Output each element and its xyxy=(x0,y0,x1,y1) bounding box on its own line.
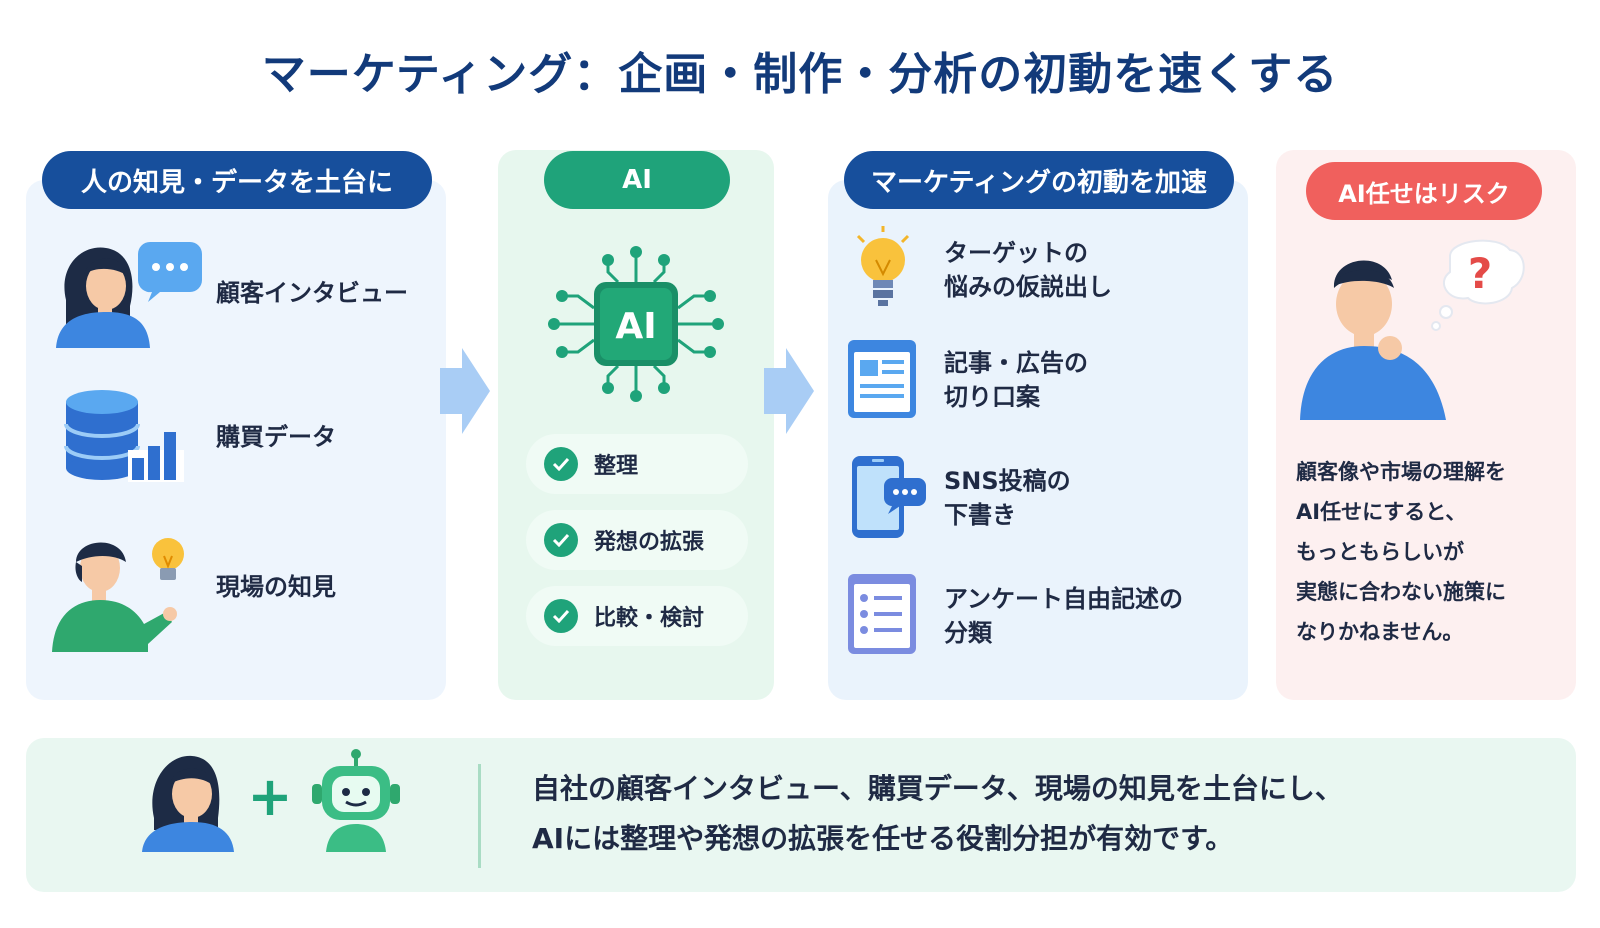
ai-heading: AI xyxy=(544,151,730,209)
accel-line: ターゲットの xyxy=(944,239,1088,267)
smartphone-chat-icon xyxy=(852,456,926,538)
accel-line: 悩みの仮説出し xyxy=(944,273,1112,301)
ai-check-organize: 整理 xyxy=(526,434,748,494)
question-mark: ? xyxy=(1468,249,1492,298)
ai-check-compare: 比較・検討 xyxy=(526,586,748,646)
person-speech-icon xyxy=(56,242,202,348)
accel-line: 下書き xyxy=(944,501,1016,529)
checkmark-icon xyxy=(544,523,578,557)
risk-line: もっともらしいが xyxy=(1296,540,1464,564)
accel-label-survey: アンケート自由記述の 分類 xyxy=(944,582,1183,650)
source-label-field-knowledge: 現場の知見 xyxy=(216,573,336,601)
ai-chip-icon: AI xyxy=(548,246,724,402)
checkmark-icon xyxy=(544,599,578,633)
summary-text: 自社の顧客インタビュー、購買データ、現場の知見を土台にし、 AIには整理や発想の… xyxy=(532,764,1532,864)
risk-heading: AI任せはリスク xyxy=(1306,162,1542,220)
accel-line: 分類 xyxy=(944,619,992,647)
confused-person-icon: ? xyxy=(1300,239,1525,420)
summary-divider xyxy=(478,764,481,868)
risk-line: 顧客像や市場の理解を xyxy=(1296,460,1506,484)
robot-icon xyxy=(312,749,400,852)
arrow-right-icon xyxy=(764,348,814,434)
ai-check-label: 比較・検討 xyxy=(594,606,705,631)
accel-line: アンケート自由記述の xyxy=(944,585,1184,613)
checklist-icon xyxy=(848,574,916,654)
ai-check-label: 整理 xyxy=(594,454,639,479)
plus-sign: + xyxy=(247,765,293,828)
accel-label-hypothesis: ターゲットの 悩みの仮説出し xyxy=(944,236,1112,304)
lightbulb-icon xyxy=(856,226,910,306)
acceleration-heading: マーケティングの初動を加速 xyxy=(844,151,1234,209)
risk-description: 顧客像や市場の理解を AI任せにすると、 もっともらしいが 実態に合わない施策に… xyxy=(1296,452,1566,652)
accel-label-sns: SNS投稿の 下書き xyxy=(944,464,1071,532)
accel-line: SNS投稿の xyxy=(944,467,1071,495)
database-chart-icon xyxy=(64,390,184,482)
woman-avatar-icon xyxy=(142,755,234,852)
risk-line: 実態に合わない施策に xyxy=(1296,580,1506,604)
accel-label-angle: 記事・広告の 切り口案 xyxy=(944,346,1088,414)
risk-line: なりかねません。 xyxy=(1296,620,1464,644)
sources-heading: 人の知見・データを土台に xyxy=(42,151,432,209)
page-title: マーケティング：企画・制作・分析の初動を速くする xyxy=(261,49,1339,100)
source-label-interview: 顧客インタビュー xyxy=(216,279,408,307)
summary-line: 自社の顧客インタビュー、購買データ、現場の知見を土台にし、 xyxy=(532,772,1343,805)
summary-banner xyxy=(26,738,1576,892)
risk-line: AI任せにすると、 xyxy=(1296,500,1467,524)
checkmark-icon xyxy=(544,447,578,481)
document-icon xyxy=(848,340,916,418)
ai-chip-label: AI xyxy=(615,306,656,347)
ai-check-ideation: 発想の拡張 xyxy=(526,510,748,570)
summary-line: AIには整理や発想の拡張を任せる役割分担が有効です。 xyxy=(532,822,1234,855)
person-lightbulb-icon xyxy=(52,538,184,652)
source-label-purchase-data: 購買データ xyxy=(216,423,336,451)
accel-line: 記事・広告の xyxy=(944,349,1088,377)
accel-line: 切り口案 xyxy=(944,383,1040,411)
ai-check-label: 発想の拡張 xyxy=(594,530,705,555)
risk-panel xyxy=(1276,150,1576,700)
arrow-right-icon xyxy=(440,348,490,434)
